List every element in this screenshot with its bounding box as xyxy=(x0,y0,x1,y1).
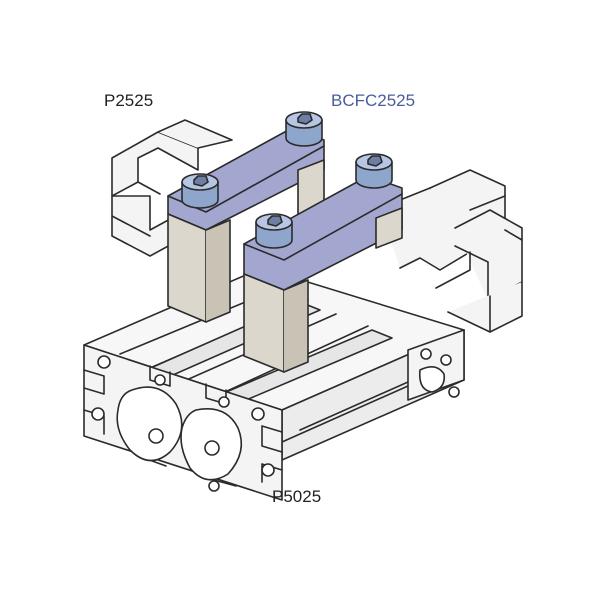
bolt-back-right xyxy=(285,111,323,147)
bolt-back-left xyxy=(181,173,219,209)
bolt-front-right xyxy=(355,153,393,189)
clamp-bracket-front xyxy=(243,175,403,373)
top-profile xyxy=(111,119,523,333)
socket-head-bolts xyxy=(181,111,393,249)
bolt-front-left xyxy=(255,213,293,249)
clamp-label: BCFC2525 xyxy=(331,91,416,110)
base-profile-label: P5025 xyxy=(272,487,322,506)
top-profile-label: P2525 xyxy=(104,91,154,110)
